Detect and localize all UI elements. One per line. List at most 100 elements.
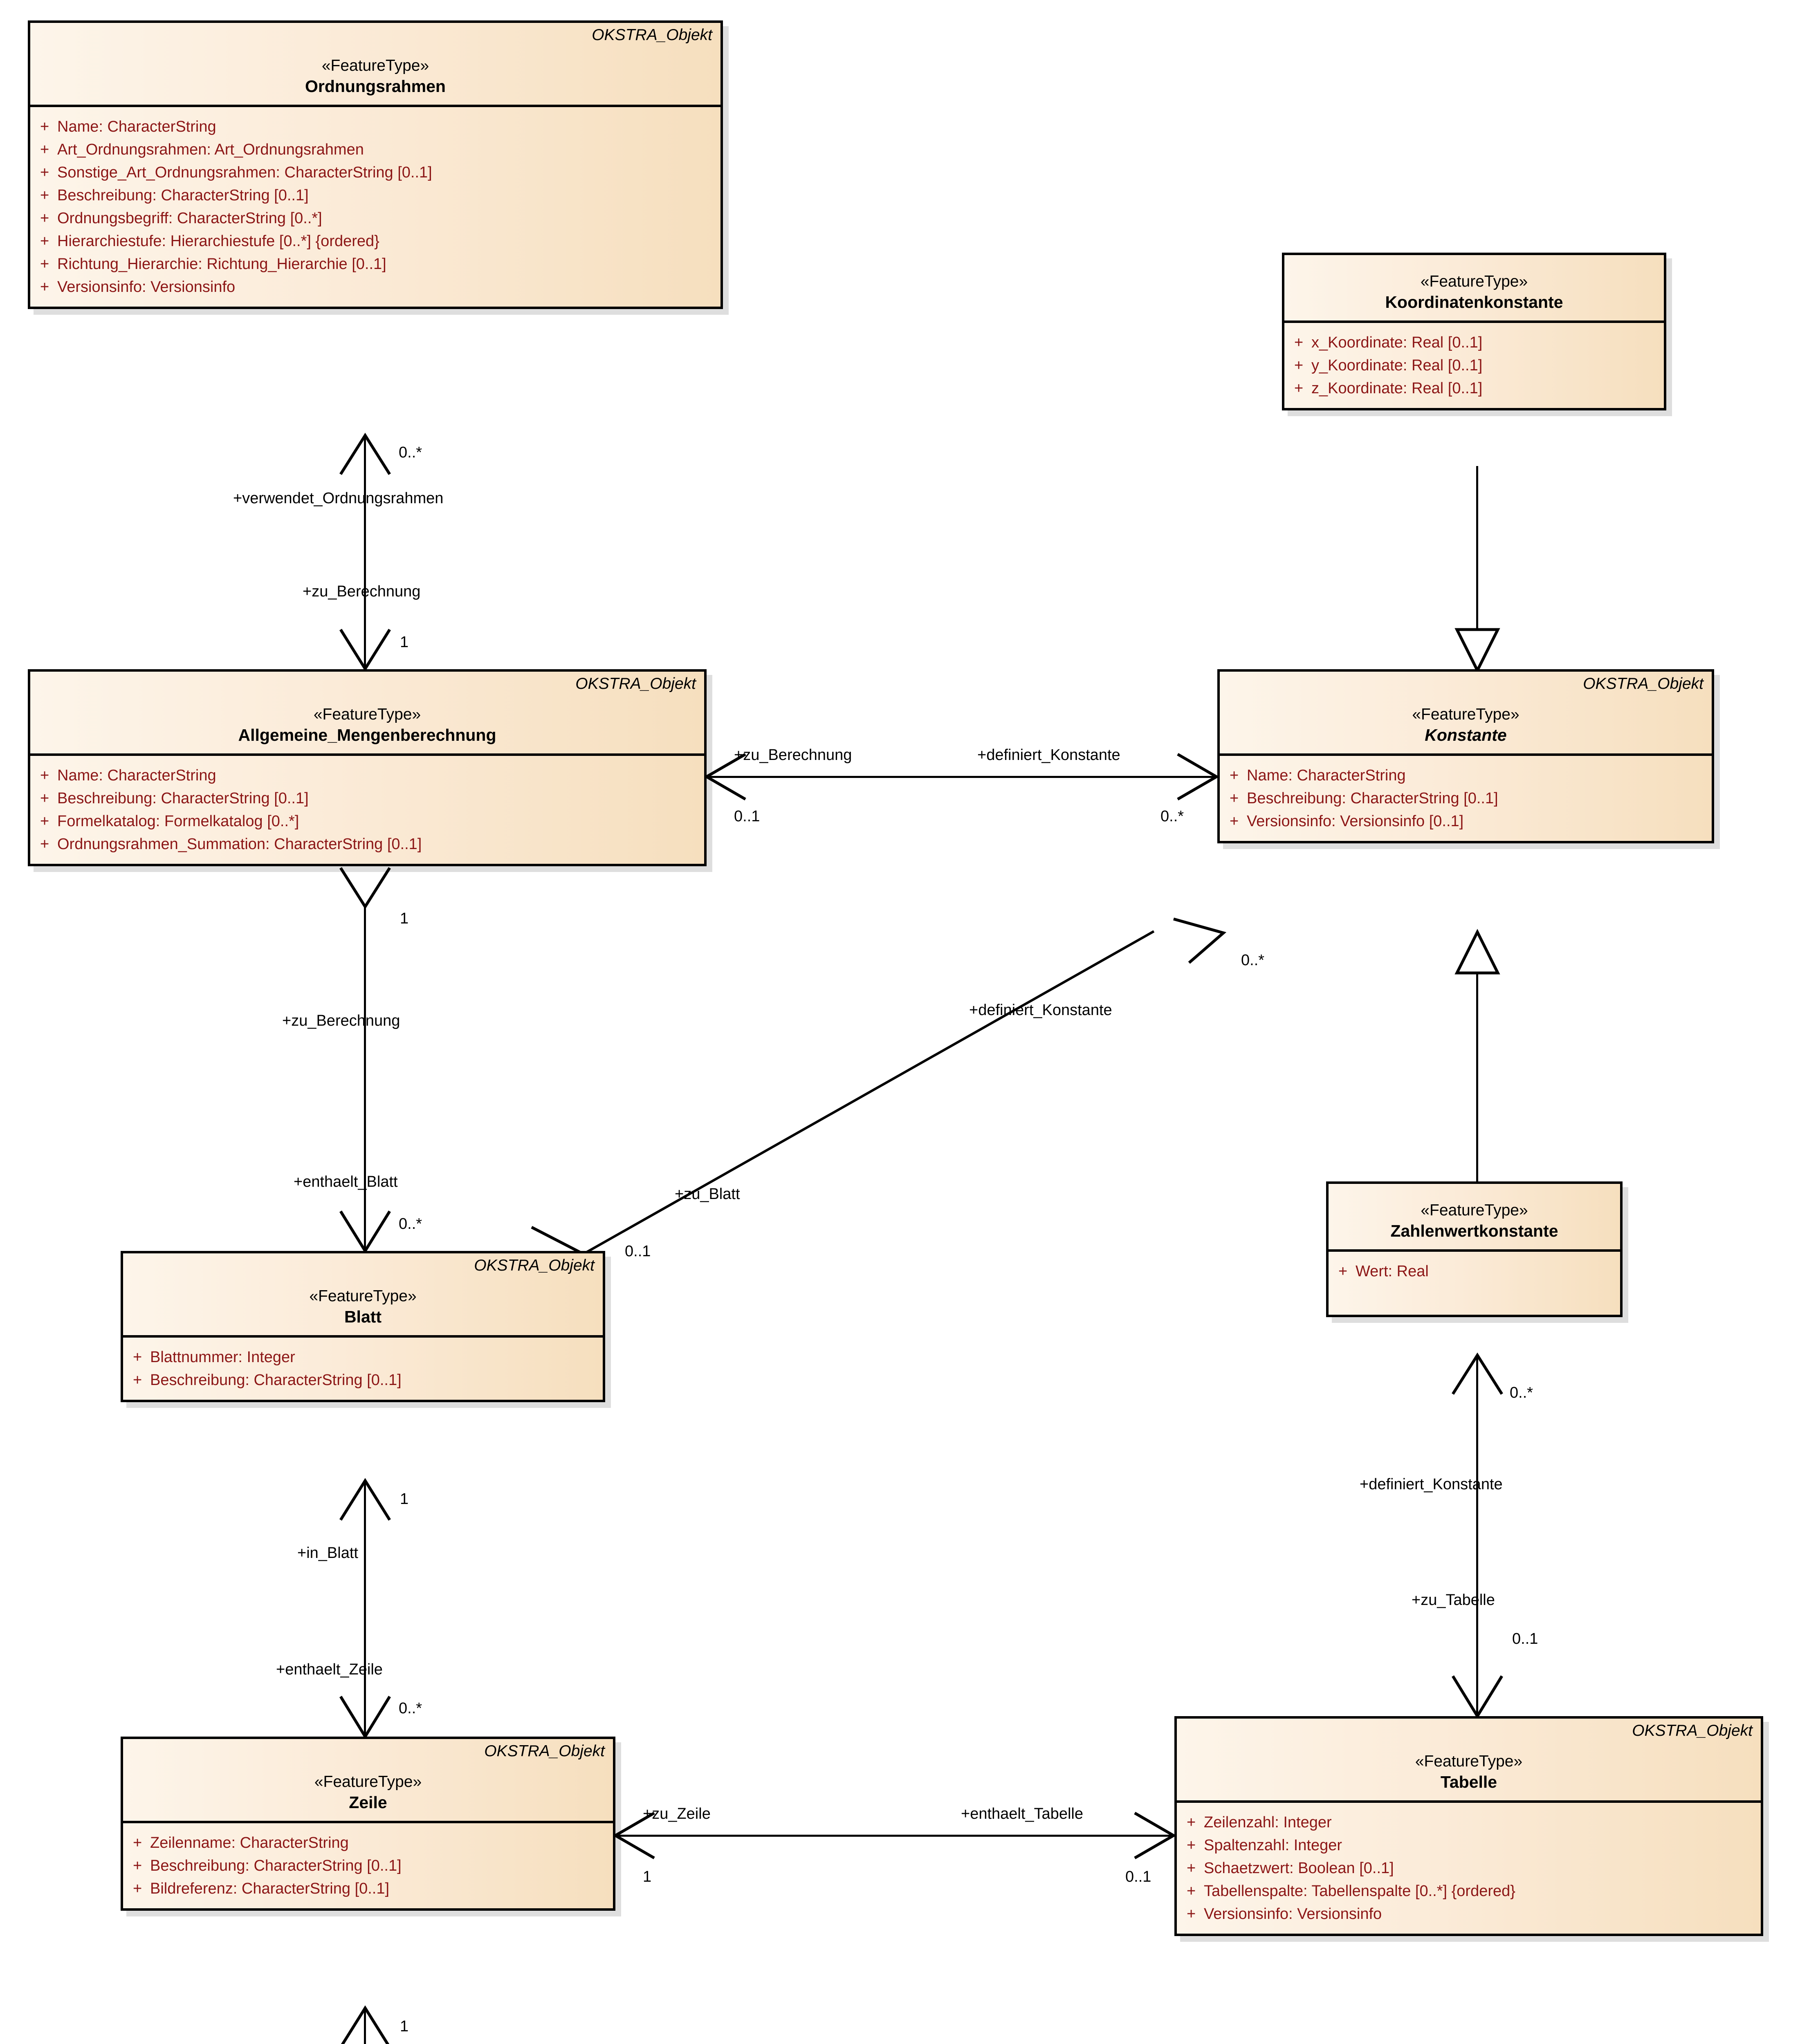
attribute-text: Beschreibung: CharacterString [0..1] — [1247, 790, 1498, 807]
multiplicity-zeile-end-mengen: 1 — [400, 2018, 409, 2035]
attribute-row: +Versionsinfo: Versionsinfo — [30, 276, 720, 298]
class-box-tabelle[interactable]: OKSTRA_Objekt «FeatureType» Tabelle + Zei… — [1174, 1716, 1763, 1936]
edge-berechnung-konstante — [707, 776, 1218, 778]
class-box-zahlenwertkonstante[interactable]: «FeatureType» Zahlenwertkonstante +Wert:… — [1326, 1181, 1623, 1318]
edge-blatt-zeile — [364, 1480, 366, 1737]
class-name-konstante: Konstante — [1425, 726, 1507, 745]
visibility-marker: + — [40, 141, 49, 159]
edge-blatt-konstante-diagonal — [581, 930, 1155, 1256]
class-box-koordinatenkonstante[interactable]: «FeatureType» Koordinatenkonstante +x_Ko… — [1282, 253, 1666, 411]
class-stereotype-tabelle: «FeatureType» — [1415, 1753, 1523, 1770]
class-meta-tabelle: OKSTRA_Objekt — [1632, 1722, 1753, 1739]
attribute-row: +Tabellenspalte: Tabellenspalte [0..*] {… — [1177, 1880, 1761, 1903]
attribute-text: Art_Ordnungsrahmen: Art_Ordnungsrahmen — [57, 141, 364, 159]
attribute-text: Name: CharacterString — [57, 118, 216, 136]
class-divider-tabelle — [1177, 1800, 1761, 1803]
class-divider-konstante — [1220, 753, 1712, 756]
class-box-ordnungsrahmen[interactable]: OKSTRA_Objekt «FeatureType» Ordnungsrahm… — [28, 20, 723, 309]
class-name-blatt: Blatt — [344, 1307, 382, 1327]
class-stereotype-zahlenwertkonstante: «FeatureType» — [1421, 1201, 1528, 1219]
label-zu-blatt: +zu_Blatt — [675, 1186, 740, 1203]
class-box-allgemeine-mengenberechnung[interactable]: OKSTRA_Objekt «FeatureType» Allgemeine_M… — [28, 669, 707, 867]
class-meta-allgemeine-mengenberechnung: OKSTRA_Objekt — [575, 675, 696, 693]
class-divider-blatt — [123, 1335, 603, 1338]
attribute-row: +x_Koordinate: Real [0..1] — [1284, 331, 1664, 354]
visibility-marker: + — [40, 210, 49, 227]
attribute-row: + Beschreibung: CharacterString [0..1] — [123, 1369, 603, 1392]
class-box-zeile[interactable]: OKSTRA_Objekt «FeatureType» Zeile +Zeile… — [121, 1737, 615, 1911]
attribute-text: Spaltenzahl: Integer — [1204, 1837, 1342, 1854]
visibility-marker: + — [133, 1349, 142, 1366]
visibility-marker: + — [133, 1372, 142, 1389]
class-name-zeile: Zeile — [349, 1793, 387, 1812]
attribute-row: + Blattnummer: Integer — [123, 1346, 603, 1369]
class-box-blatt[interactable]: OKSTRA_Objekt «FeatureType» Blatt +Blatt… — [121, 1251, 605, 1403]
visibility-marker: + — [40, 790, 49, 807]
attribute-row: +Wert: Real — [1329, 1260, 1620, 1283]
class-divider-allgemeine-mengenberechnung — [30, 753, 704, 756]
attribute-row: +Name: CharacterString — [1220, 764, 1712, 787]
multiplicity-berechnung-end-blatt: 1 — [400, 910, 409, 927]
visibility-marker: + — [1187, 1837, 1196, 1854]
class-attributes-konstante: +Name: CharacterString +Beschreibung: Ch… — [1220, 756, 1712, 841]
class-header-allgemeine-mengenberechnung: OKSTRA_Objekt «FeatureType» Allgemeine_M… — [30, 672, 704, 753]
multiplicity-konstante-end-mid: 0..* — [1160, 808, 1184, 825]
attribute-row: +Beschreibung: CharacterString [0..1] — [1220, 787, 1712, 810]
multiplicity-konstante-end-diag: 0..* — [1241, 952, 1265, 969]
class-name-allgemeine-mengenberechnung: Allgemeine_Mengenberechnung — [238, 726, 496, 745]
class-divider-zahlenwertkonstante — [1329, 1249, 1620, 1252]
edge-ordnungsrahmen-berechnung — [364, 435, 366, 670]
label-zu-berechnung-blatt: +zu_Berechnung — [282, 1012, 400, 1029]
attribute-row: +Name: CharacterString — [30, 115, 720, 138]
attribute-text: Zeilenzahl: Integer — [1204, 1814, 1332, 1831]
attribute-text: Versionsinfo: Versionsinfo [0..1] — [1247, 813, 1464, 830]
label-zu-tabelle: +zu_Tabelle — [1412, 1591, 1495, 1609]
label-in-blatt: +in_Blatt — [297, 1544, 358, 1562]
label-zu-berechnung-mid: +zu_Berechnung — [734, 746, 852, 764]
label-enthaelt-tabelle: +enthaelt_Tabelle — [961, 1805, 1083, 1822]
class-header-koordinatenkonstante: «FeatureType» Koordinatenkonstante — [1284, 255, 1664, 320]
attribute-row: +Versionsinfo: Versionsinfo — [1177, 1903, 1761, 1925]
attribute-row: +Name: CharacterString — [30, 764, 704, 787]
class-name-ordnungsrahmen: Ordnungsrahmen — [305, 77, 446, 96]
attribute-row: +Schaetzwert: Boolean [0..1] — [1177, 1857, 1761, 1880]
visibility-marker: + — [1187, 1905, 1196, 1923]
class-stereotype-koordinatenkonstante: «FeatureType» — [1420, 273, 1528, 290]
visibility-marker: + — [1187, 1814, 1196, 1831]
attribute-text: Blattnummer: Integer — [150, 1349, 295, 1366]
edge-koordinatenkonstante-konstante — [1476, 466, 1478, 630]
attribute-row: +Formelkatalog: Formelkatalog [0..*] — [30, 810, 704, 833]
attribute-row: + Art_Ordnungsrahmen: Art_Ordnungsrahmen — [30, 138, 720, 161]
multiplicity-zeile-end-tab: 1 — [643, 1868, 652, 1885]
class-meta-ordnungsrahmen: OKSTRA_Objekt — [592, 26, 712, 44]
multiplicity-blatt-end-in: 1 — [400, 1490, 409, 1508]
attribute-row: +Zeilenname: CharacterString — [123, 1831, 613, 1854]
class-stereotype-zeile: «FeatureType» — [314, 1773, 422, 1791]
edge-berechnung-blatt — [364, 907, 366, 1252]
attribute-text: Sonstige_Art_Ordnungsrahmen: CharacterSt… — [57, 164, 432, 182]
class-header-tabelle: OKSTRA_Objekt «FeatureType» Tabelle — [1177, 1719, 1761, 1800]
attribute-text: Beschreibung: CharacterString [0..1] — [57, 790, 309, 807]
visibility-marker: + — [1187, 1860, 1196, 1877]
attribute-text: Ordnungsrahmen_Summation: CharacterStrin… — [57, 836, 422, 853]
attribute-text: Bildreferenz: CharacterString [0..1] — [150, 1880, 390, 1898]
attribute-row: +Sonstige_Art_Ordnungsrahmen: CharacterS… — [30, 161, 720, 184]
class-stereotype-konstante: «FeatureType» — [1412, 706, 1519, 723]
label-enthaelt-zeile: +enthaelt_Zeile — [276, 1661, 383, 1678]
attribute-text: Beschreibung: CharacterString [0..1] — [150, 1372, 402, 1389]
attribute-text: y_Koordinate: Real [0..1] — [1311, 357, 1483, 374]
class-attributes-allgemeine-mengenberechnung: +Name: CharacterString + Beschreibung: Ch… — [30, 756, 704, 864]
visibility-marker: + — [40, 836, 49, 853]
multiplicity-ordnungsrahmen-end: 0..* — [399, 444, 422, 461]
attribute-row: +Richtung_Hierarchie: Richtung_Hierarchi… — [30, 253, 720, 276]
class-attributes-tabelle: + Zeilenzahl: Integer + Spaltenzahl: Integ… — [1177, 1803, 1761, 1934]
visibility-marker: + — [133, 1880, 142, 1898]
label-zu-berechnung-top: +zu_Berechnung — [303, 583, 421, 600]
label-definiert-konstante-mid: +definiert_Konstante — [977, 746, 1120, 764]
edge-zahlenwertkonstante-tabelle — [1476, 1355, 1478, 1717]
multiplicity-zahlenwert-end: 0..* — [1510, 1384, 1533, 1401]
class-box-konstante[interactable]: OKSTRA_Objekt «FeatureType» Konstante +N… — [1217, 669, 1714, 844]
class-meta-konstante: OKSTRA_Objekt — [1583, 675, 1704, 693]
attribute-text: Richtung_Hierarchie: Richtung_Hierarchie… — [57, 256, 386, 273]
visibility-marker: + — [1338, 1263, 1348, 1280]
